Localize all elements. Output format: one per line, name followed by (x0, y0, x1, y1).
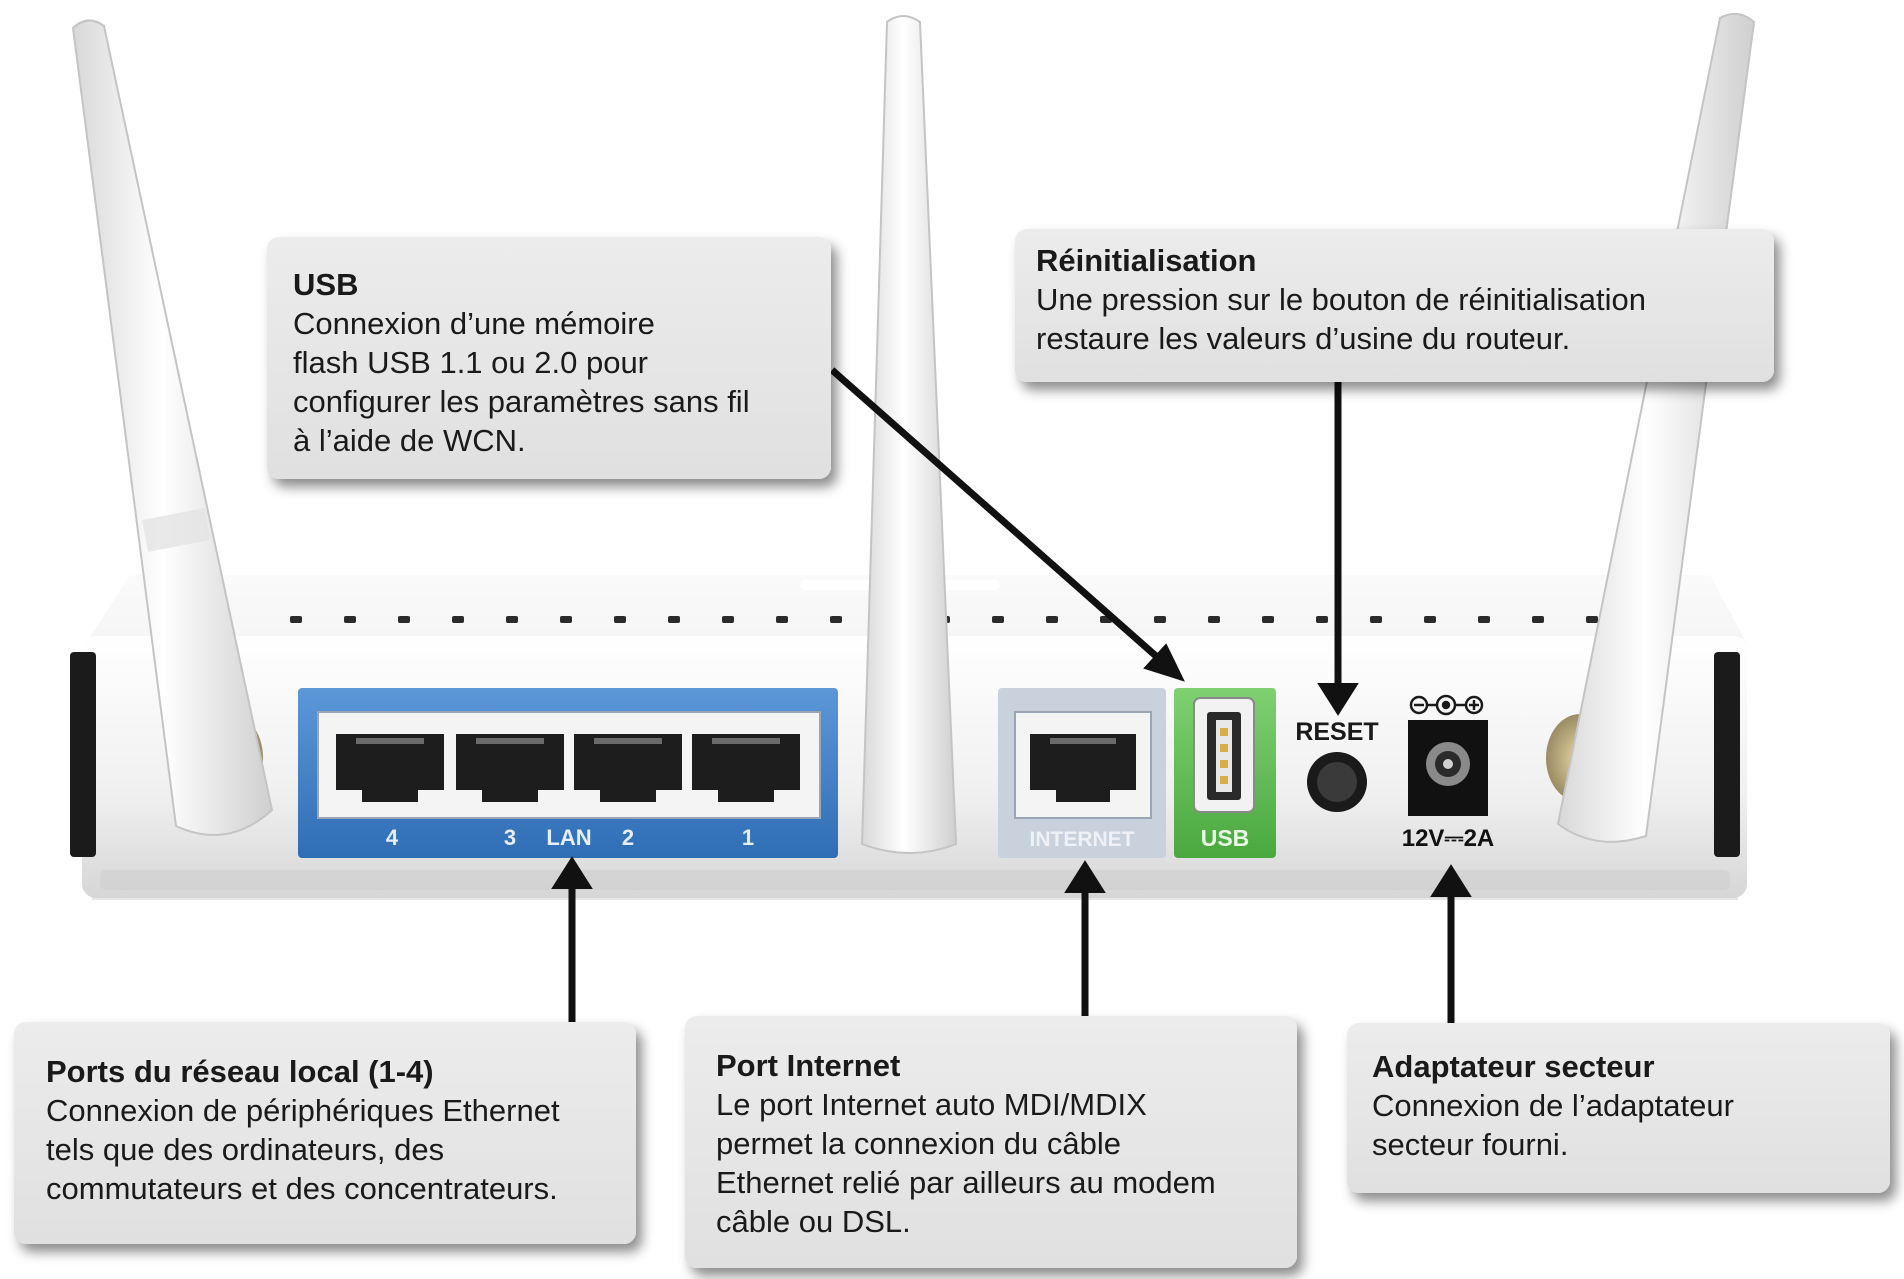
polarity-symbol (1409, 694, 1484, 716)
antenna-right (1546, 12, 1756, 843)
callout-usb-text: Connexion d’une mémoire flash USB 1.1 ou… (293, 306, 750, 458)
lan-port (574, 734, 682, 802)
arrow-usb (829, 367, 1185, 682)
usb-label: USB (1201, 825, 1250, 851)
vent-slot (1208, 616, 1220, 623)
callout-power-text: Connexion de l’adaptateur secteur fourni… (1372, 1088, 1734, 1162)
vent-slots (290, 616, 1652, 623)
arrow-lan (551, 856, 593, 1022)
power-jack: 12V⎓2A (1402, 694, 1495, 852)
callout-usb: USB Connexion d’une mémoire flash USB 1.… (267, 237, 831, 479)
reset-button: RESET (1295, 718, 1379, 812)
callout-power-adapter: Adaptateur secteur Connexion de l’adapta… (1347, 1023, 1890, 1193)
lan-port-number-1: 1 (742, 825, 754, 850)
callout-reset: Réinitialisation Une pression sur le bou… (1015, 229, 1774, 382)
vent-slot (830, 616, 842, 623)
callout-internet-text: Le port Internet auto MDI/MDIX permet la… (716, 1087, 1216, 1239)
lan-panel: 4 3 LAN 2 1 (298, 688, 838, 858)
callout-lan-text: Connexion de périphériques Ethernet tels… (46, 1093, 560, 1206)
callout-lan-ports: Ports du réseau local (1-4) Connexion de… (14, 1022, 636, 1244)
side-tab-left (70, 652, 96, 857)
vent-slot (1262, 616, 1274, 623)
side-tab-right (1714, 652, 1740, 857)
vent-slot (1586, 616, 1598, 623)
usb-port (1193, 697, 1255, 813)
vent-slot (290, 616, 302, 623)
vent-slot (1316, 616, 1328, 623)
vent-slot (1478, 616, 1490, 623)
callout-power-title: Adaptateur secteur (1372, 1049, 1655, 1084)
vent-slot (776, 616, 788, 623)
lan-port-number-3: 3 (504, 825, 516, 850)
lan-label: LAN (546, 825, 591, 850)
callout-arrows (551, 367, 1472, 1023)
callout-reset-text: Une pression sur le bouton de réinitiali… (1036, 282, 1647, 356)
vent-slot (668, 616, 680, 623)
vent-slot (398, 616, 410, 623)
arrow-internet (1064, 860, 1106, 1016)
internet-label: INTERNET (1030, 828, 1135, 851)
internet-panel: INTERNET (998, 688, 1166, 858)
vent-slot (506, 616, 518, 623)
callout-reset-title: Réinitialisation (1036, 243, 1257, 278)
callout-internet-title: Port Internet (716, 1048, 901, 1083)
callout-usb-title: USB (293, 267, 359, 302)
lan-port-number-2: 2 (622, 825, 634, 850)
antenna-left (71, 19, 274, 836)
vent-slot (1370, 616, 1382, 623)
vent-slot (1046, 616, 1058, 623)
callout-internet-port: Port Internet Le port Internet auto MDI/… (685, 1016, 1297, 1268)
vent-slot (614, 616, 626, 623)
internet-port (1030, 734, 1136, 802)
arrow-reset (1317, 380, 1359, 716)
vent-slot (1424, 616, 1436, 623)
vent-slot (560, 616, 572, 623)
lan-port (692, 734, 800, 802)
vent-slot (992, 616, 1004, 623)
usb-panel: USB (1174, 688, 1276, 858)
arrow-power (1430, 864, 1472, 1023)
vent-slot (722, 616, 734, 623)
lan-port (456, 734, 564, 802)
reset-label: RESET (1295, 718, 1378, 746)
callout-lan-title: Ports du réseau local (1-4) (46, 1054, 434, 1089)
power-rating: 12V⎓2A (1402, 825, 1495, 852)
vent-slot (1532, 616, 1544, 623)
vent-slot (344, 616, 356, 623)
vent-slot (452, 616, 464, 623)
lan-port-number-4: 4 (386, 825, 399, 850)
lan-port (336, 734, 444, 802)
vent-slot (1154, 616, 1166, 623)
